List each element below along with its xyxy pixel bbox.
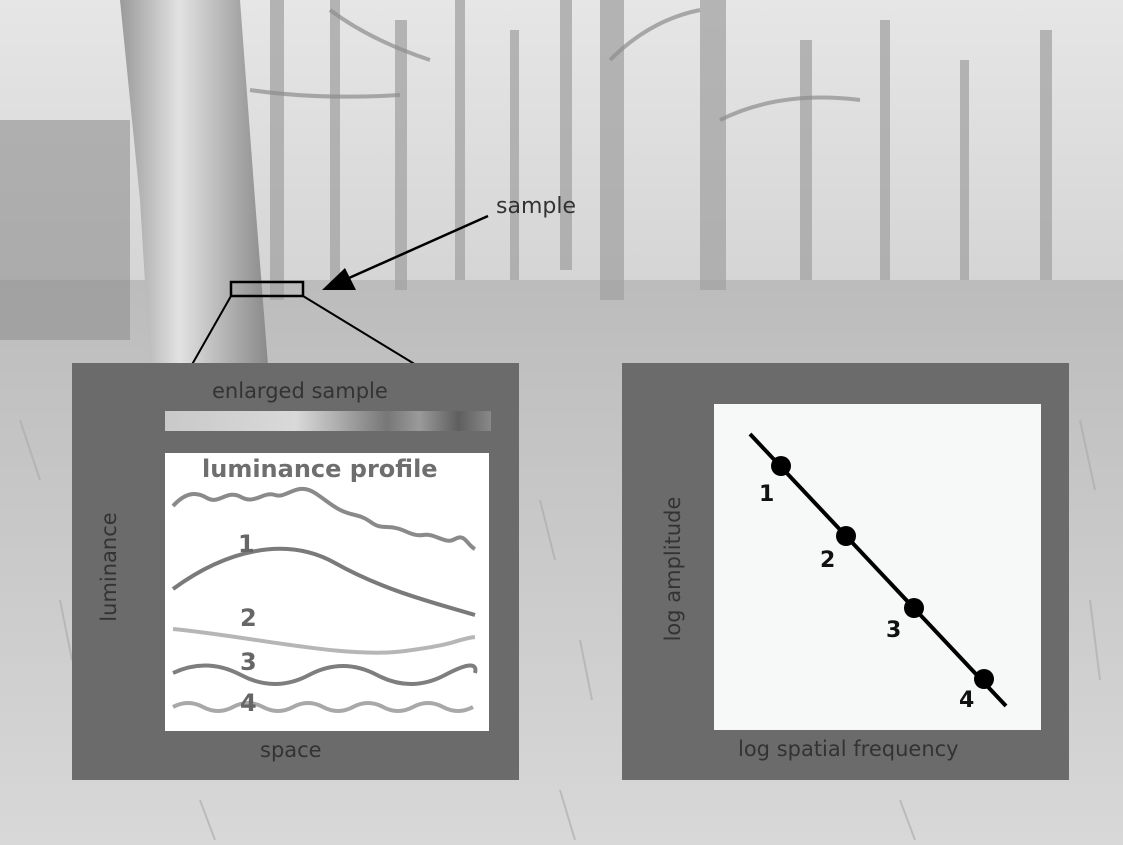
component-2-curve (172, 627, 476, 655)
raw-luminance-curve (171, 486, 477, 551)
component-label-3: 3 (240, 648, 257, 676)
component-label-4: 4 (240, 689, 257, 717)
point-label-3: 3 (886, 618, 902, 643)
luminance-panel: enlarged sample luminance space luminanc… (72, 363, 519, 780)
component-4-curve (172, 701, 474, 713)
point-label-1: 1 (759, 482, 775, 507)
spectrum-point-4 (974, 669, 994, 689)
sample-region-box (229, 280, 305, 298)
component-1-curve (171, 546, 476, 617)
luminance-profile-box: luminance profile 1 2 3 4 (165, 453, 489, 731)
point-label-4: 4 (959, 688, 975, 713)
amplitude-spectrum-line (748, 432, 1008, 708)
log-spatial-frequency-axis-label: log spatial frequency (738, 737, 959, 761)
component-label-1: 1 (238, 530, 255, 558)
luminance-profile-title: luminance profile (202, 455, 438, 483)
spectrum-panel: 1 2 3 4 log amplitude log spatial freque… (622, 363, 1069, 780)
sample-arrow (339, 214, 489, 284)
log-amplitude-axis-label: log amplitude (661, 496, 685, 642)
component-label-2: 2 (240, 604, 257, 632)
spectrum-point-3 (904, 598, 924, 618)
enlarged-sample-strip (165, 411, 491, 431)
sample-callout-label: sample (496, 194, 576, 219)
spectrum-point-1 (771, 456, 791, 476)
enlarged-sample-header: enlarged sample (212, 379, 388, 403)
component-3-curve (172, 663, 478, 686)
sample-arrowhead (322, 268, 356, 290)
space-axis-label: space (260, 738, 322, 762)
point-label-2: 2 (820, 548, 836, 573)
spectrum-plot-box: 1 2 3 4 (714, 404, 1041, 730)
spectrum-point-2 (836, 526, 856, 546)
luminance-axis-label: luminance (97, 512, 121, 622)
